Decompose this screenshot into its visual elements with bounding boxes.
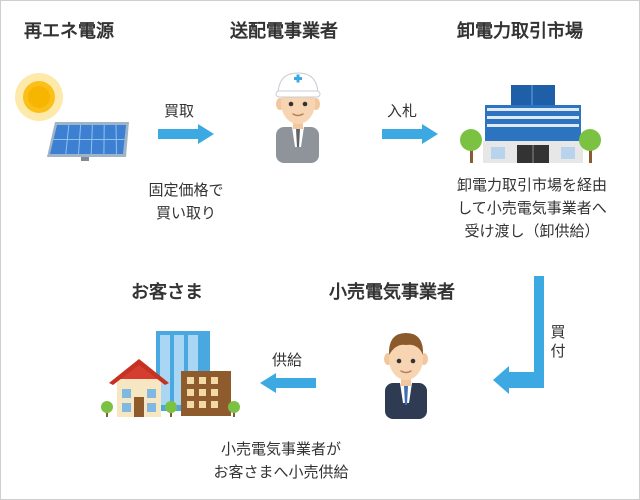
generator-title: 再エネ電源 [24,21,114,42]
right-arrow-icon [158,124,214,144]
solar-panel [47,122,129,161]
purchase-caption: 固定価格で 買い取り [126,179,246,225]
caption-line: 固定価格で [148,181,224,199]
caption-line: 買い取り [155,204,216,222]
businessman-icon [384,333,428,419]
bent-arrow-icon [493,276,544,394]
pay-label-char: 付 [550,342,566,360]
market-title: 卸電力取引市場 [457,21,583,42]
customer-title: お客さま [131,282,203,303]
solar-panel-sun-icon [15,73,129,161]
houses-buildings-icon [101,331,240,417]
caption-line: 小売電気事業者が [220,440,341,458]
transmission-title: 送配電事業者 [230,21,338,42]
right-arrow-icon [382,124,438,144]
retail-caption: 小売電気事業者が お客さまへ小売供給 [181,438,381,484]
pay-flow-label: 買 付 [549,323,567,361]
supply-flow-label: 供給 [272,351,303,369]
caption-line: 卸電力取引市場を経由 [456,176,607,194]
caption-line: して小売電気事業者へ [457,199,607,217]
pay-label-char: 買 [550,323,566,341]
market-caption: 卸電力取引市場を経由 して小売電気事業者へ 受け渡し（卸供給） [432,174,632,243]
left-arrow-icon [260,373,316,393]
office-building-icon [460,85,601,163]
purchase-flow-label: 買取 [164,102,195,120]
helmet-worker-icon [275,72,321,163]
caption-line: お客さまへ小売供給 [213,463,349,481]
bid-flow-label: 入札 [387,102,418,120]
retailer-title: 小売電気事業者 [329,282,455,303]
caption-line: 受け渡し（卸供給） [464,222,600,240]
